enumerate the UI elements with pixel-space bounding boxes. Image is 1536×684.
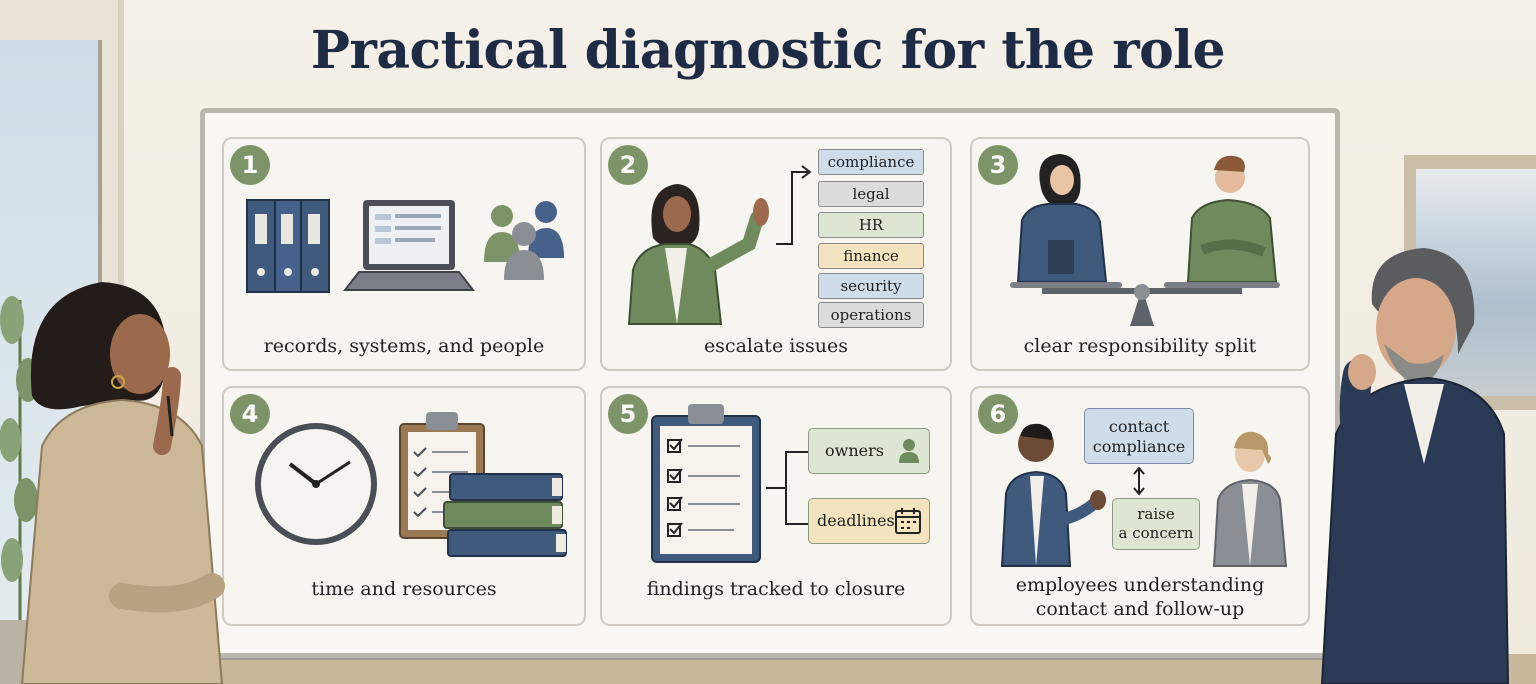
balance-scale-figures: [1010, 154, 1280, 326]
panel-5-caption: findings tracked to closure: [646, 578, 906, 600]
escalation-tag-legal: legal: [818, 181, 924, 207]
panel-1-caption: records, systems, and people: [263, 335, 545, 357]
deadlines-box: deadlines: [808, 498, 930, 544]
contact-compliance-bubble: contact compliance: [1084, 408, 1194, 464]
books-stack-icon: [443, 473, 567, 557]
step-badge-5: 5: [608, 394, 648, 434]
step-badge-2: 2: [608, 145, 648, 185]
escalation-tag-security: security: [818, 273, 924, 299]
two-way-arrow: [1133, 466, 1145, 496]
contact-line2: compliance: [1092, 437, 1186, 456]
man-speaking-figure: [1000, 423, 1106, 567]
contact-line1: contact: [1108, 417, 1170, 436]
floor: [0, 654, 1536, 684]
findings-clipboard-icon: [651, 404, 761, 563]
owners-label: owners: [825, 441, 884, 460]
raise-line2: a concern: [1118, 524, 1194, 542]
escalation-arrow: [776, 165, 812, 245]
person-icon: [899, 439, 919, 463]
people-group-icon: [484, 201, 564, 280]
woman-listening-figure: [1212, 431, 1288, 567]
escalation-tag-finance: finance: [818, 243, 924, 269]
clock-icon: [255, 423, 377, 545]
plant-foliage: [0, 296, 40, 684]
step-badge-3: 3: [978, 145, 1018, 185]
calendar-icon: [895, 508, 921, 534]
panel-2-caption: escalate issues: [703, 335, 849, 357]
step-badge-1: 1: [230, 145, 270, 185]
escalation-tag-hr: HR: [818, 212, 924, 238]
owners-box: owners: [808, 428, 930, 474]
panel-6-caption-line1: employees understanding: [1015, 574, 1265, 596]
tracking-connector-lines: [766, 451, 808, 525]
binders-icon: [246, 199, 330, 293]
step-badge-6: 6: [978, 394, 1018, 434]
raise-concern-bubble: raise a concern: [1112, 498, 1200, 550]
woman-raising-hand-figure: [627, 184, 769, 325]
man-observer-figure: [1320, 248, 1510, 684]
escalation-tag-operations: operations: [818, 302, 924, 328]
step-badge-4: 4: [230, 394, 270, 434]
escalation-tag-compliance: compliance: [818, 149, 924, 175]
panel-3-caption: clear responsibility split: [1023, 335, 1257, 357]
laptop-icon: [342, 200, 476, 291]
woman-observer-figure: [20, 282, 225, 684]
raise-line1: raise: [1137, 505, 1175, 523]
panel-4-caption: time and resources: [311, 578, 497, 600]
deadlines-label: deadlines: [817, 511, 895, 530]
page-title: Practical diagnostic for the role: [310, 20, 1226, 81]
panel-6-caption-line2: contact and follow-up: [1035, 598, 1245, 620]
